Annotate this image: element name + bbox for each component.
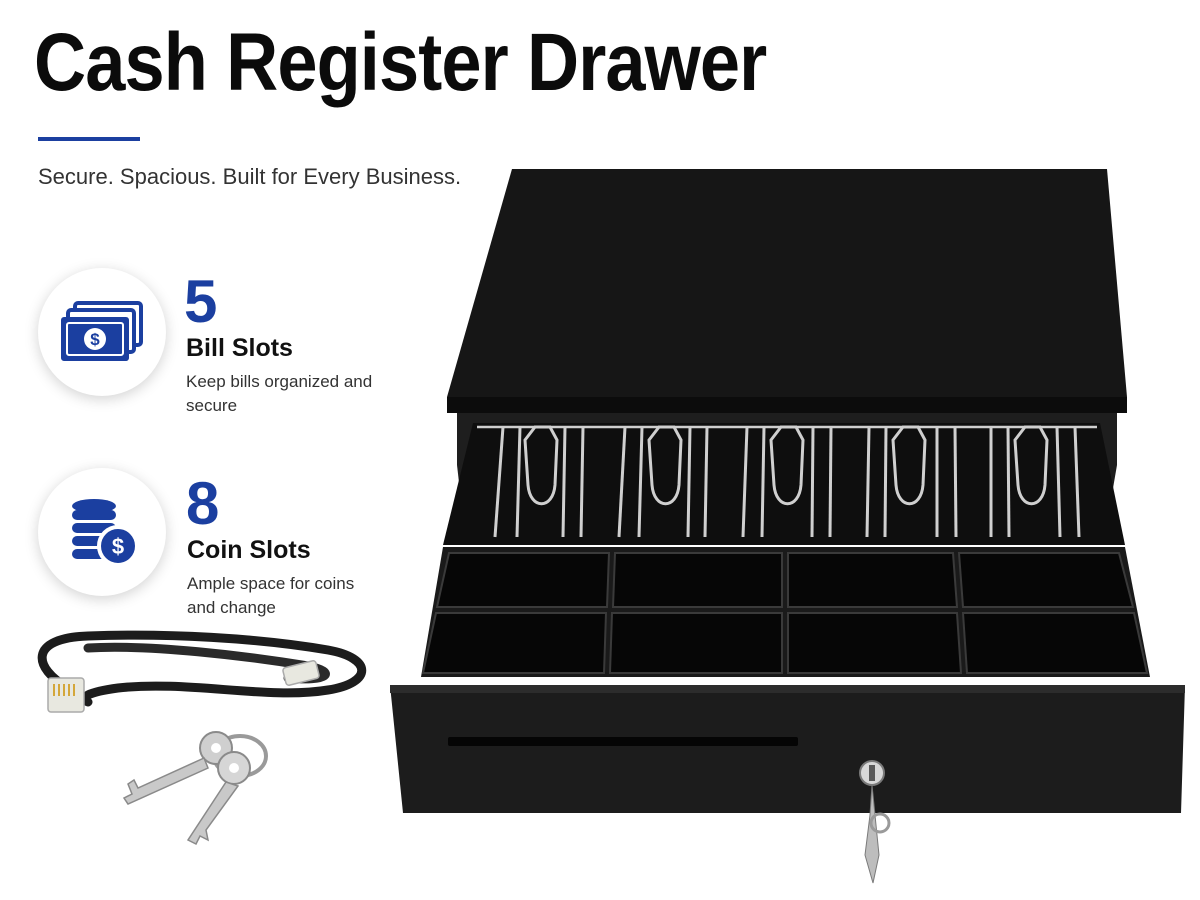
coin-slots-icon-badge: $ (38, 468, 166, 596)
lock-icon (859, 760, 891, 884)
svg-text:$: $ (90, 330, 100, 349)
drawer-front (390, 685, 1185, 813)
bill-clips (477, 425, 1097, 538)
bill-slots-description: Keep bills organized and secure (186, 372, 373, 415)
accessories-illustration (37, 630, 366, 846)
bill-slots-count: 5 (184, 268, 218, 335)
coin-slots-count: 8 (186, 470, 220, 537)
page-title: Cash Register Drawer (34, 17, 767, 108)
cash-drawer-illustration (390, 169, 1185, 884)
bill-slots-title: Bill Slots (186, 334, 293, 362)
bill-compartment (443, 423, 1125, 545)
bill-slots-icon-badge: $ (38, 268, 166, 396)
banknote-icon: $ (61, 301, 143, 361)
coin-compartments (421, 552, 1149, 674)
receipt-slot (448, 737, 798, 746)
title-accent-line (38, 137, 140, 141)
svg-text:$: $ (112, 534, 124, 559)
coin-slots-description: Ample space for coins and change (187, 574, 355, 617)
keys-icon (122, 731, 268, 846)
subtitle: Secure. Spacious. Built for Every Busine… (38, 164, 462, 189)
coin-slots-title: Coin Slots (187, 536, 311, 564)
drawer-top (447, 169, 1127, 397)
rj-cable-icon (37, 630, 366, 713)
coin-stack-icon: $ (72, 499, 139, 567)
